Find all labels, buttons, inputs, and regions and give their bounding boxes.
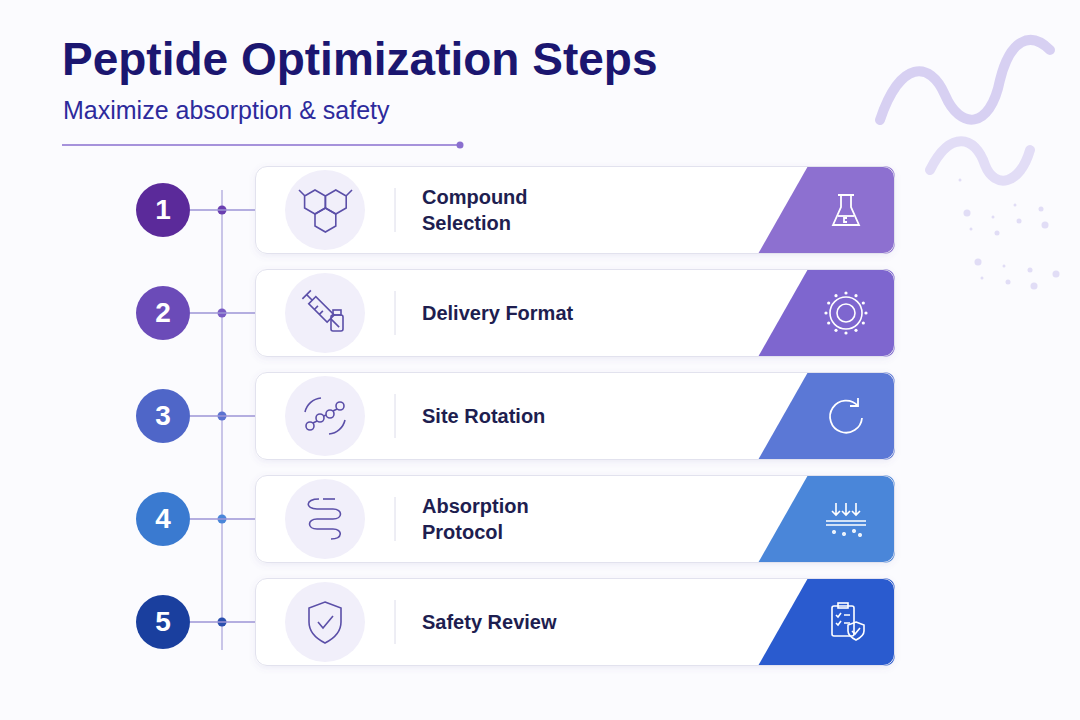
- step-icon: [309, 602, 341, 643]
- tab-icon: [832, 603, 864, 640]
- step-label: 5: [155, 606, 171, 638]
- color-tab: [758, 475, 895, 563]
- color-tab: [758, 166, 895, 254]
- card-art-row: [218, 269, 896, 357]
- color-tab: [758, 372, 895, 460]
- step-number: 4: [136, 492, 190, 546]
- step-icon: [308, 499, 340, 539]
- step-label: Compound Selection: [422, 184, 592, 236]
- card-art-row: [218, 578, 896, 666]
- title-rule: [62, 144, 458, 146]
- card-art-row: [218, 475, 896, 563]
- dot-scatter: [959, 179, 1060, 290]
- card-art-row: [218, 372, 896, 460]
- icon-disc: [285, 376, 365, 456]
- card-art-row: [218, 166, 896, 254]
- icon-disc: [285, 479, 365, 559]
- step-label: 3: [155, 400, 171, 432]
- step-card: Delivery Format: [255, 269, 895, 357]
- card-fill: [255, 166, 895, 254]
- color-tab: [758, 269, 895, 357]
- step-connector: [190, 312, 255, 314]
- step-number: 2: [136, 286, 190, 340]
- step-label: Delivery Format: [422, 300, 592, 326]
- step-icon: [305, 398, 345, 434]
- step-label: Site Rotation: [422, 403, 592, 429]
- step-card: Absorption Protocol: [255, 475, 895, 563]
- step-number: 5: [136, 595, 190, 649]
- step-icon: [299, 190, 352, 232]
- step-connector: [190, 621, 255, 623]
- step-label: 1: [155, 194, 171, 226]
- icon-disc: [285, 273, 365, 353]
- step-connector: [190, 518, 255, 520]
- icon-disc: [285, 170, 365, 250]
- card-fill: [255, 578, 895, 666]
- tab-icon: [833, 195, 859, 225]
- separator: [395, 291, 396, 335]
- step-number: 3: [136, 389, 190, 443]
- separator: [395, 600, 396, 644]
- step-label: Safety Review: [422, 609, 592, 635]
- step-label: Absorption Protocol: [422, 493, 592, 545]
- card-fill: [255, 269, 895, 357]
- subtitle: Maximize absorption & safety: [63, 96, 390, 125]
- step-label: 4: [155, 503, 171, 535]
- card-fill: [255, 475, 895, 563]
- icon-disc: [285, 582, 365, 662]
- step-card: Compound Selection: [255, 166, 895, 254]
- rule-dot: [457, 142, 464, 149]
- step-number: 1: [136, 183, 190, 237]
- step-card: Site Rotation: [255, 372, 895, 460]
- tab-icon: [826, 503, 866, 536]
- separator: [395, 188, 396, 232]
- separator: [395, 497, 396, 541]
- helix-decoration: [880, 40, 1050, 181]
- step-label: 2: [155, 297, 171, 329]
- diagram-title: Peptide Optimization Steps: [62, 32, 658, 86]
- tab-icon: [824, 291, 867, 334]
- color-tab: [758, 578, 895, 666]
- card-fill: [255, 372, 895, 460]
- step-connector: [190, 209, 255, 211]
- step-icon: [302, 290, 343, 331]
- card-art: [218, 166, 896, 666]
- tab-icon: [830, 398, 862, 433]
- step-card: Safety Review: [255, 578, 895, 666]
- separator: [395, 394, 396, 438]
- step-connector: [190, 415, 255, 417]
